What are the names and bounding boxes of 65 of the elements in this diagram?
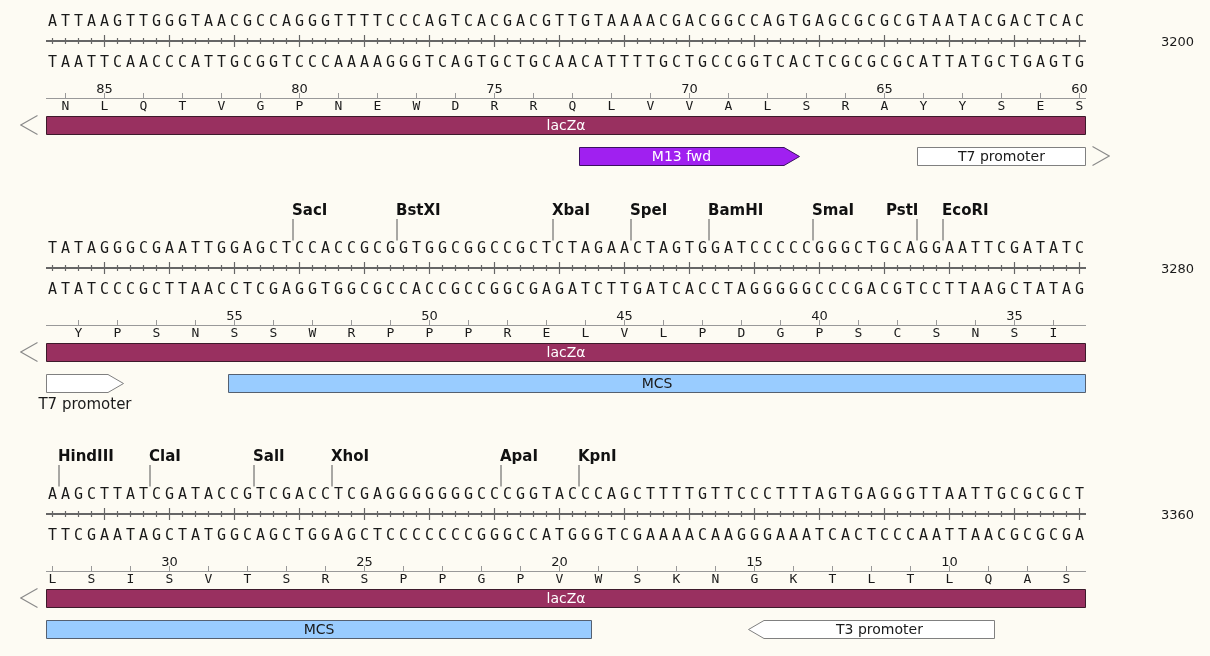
restriction-site-label: BamHI — [708, 201, 764, 219]
residue-number: 85 — [96, 81, 113, 97]
dna-sequence: TAATTCAACCCATTGCGGTCCCAAAAGGGTCAGTGCTGCAACATTTTGCTGCCGGTCACTCGCGCGCATTATGCTGAGTG — [47, 54, 1088, 70]
residue-number: 35 — [1006, 308, 1023, 324]
base-position-number: 3360 — [1160, 507, 1194, 523]
restriction-site-label: SmaI — [812, 201, 855, 219]
leader-line — [396, 218, 398, 241]
restriction-site-label: BstXI — [396, 201, 441, 219]
leader-line — [942, 218, 944, 241]
residue-number: 65 — [876, 81, 893, 97]
restriction-site-label: SalI — [253, 447, 285, 465]
restriction-site-label: ClaI — [149, 447, 181, 465]
feature-label: MCS — [641, 375, 673, 391]
restriction-site-label: PstI — [886, 201, 919, 219]
dna-sequence: ATTAAGTTGGGTAACGCCAGGGTTTTCCCAGTCACGACGTTGTAAAACGACGGCCAGTGAGCGCGCGTAATACGACTCAC — [47, 13, 1088, 29]
restriction-site-label: EcoRI — [942, 201, 989, 219]
feature-label: T7 promoter — [38, 395, 132, 413]
leader-line — [708, 218, 710, 241]
residue-number: 50 — [421, 308, 438, 324]
residue-number: 70 — [681, 81, 698, 97]
leader-line — [578, 464, 580, 487]
leader-line — [812, 218, 814, 241]
base-position-number: 3200 — [1160, 34, 1194, 50]
feature-label: lacZα — [546, 344, 586, 360]
amino-acid-sequence: L S I S V T S R S P P G P V W S K N G K T L T L Q A S — [48, 571, 1083, 587]
residue-number: 45 — [616, 308, 633, 324]
residue-number: 10 — [941, 554, 958, 570]
residue-number: 20 — [551, 554, 568, 570]
residue-number: 30 — [161, 554, 178, 570]
feature-label: lacZα — [546, 590, 586, 606]
dna-sequence: TATAGGGCGAATTGGAGCTCCACCGCGGTGGCGGCCGCTCTAGAACTAGTGGATCCCCCGGGCTGCAGGAATTCGATATC — [47, 240, 1088, 256]
restriction-site-label: XbaI — [552, 201, 590, 219]
residue-number: 60 — [1071, 81, 1088, 97]
leader-line — [630, 218, 632, 241]
dna-sequence: TTCGAATAGCTATGGCAGCTGGAGCTCCCCCCCGGGCCATGGGTCGAAAACAAGGGAAATCACTCCCAATTAACGCGCGA — [47, 527, 1088, 543]
leader-line — [500, 464, 502, 487]
residue-number: 80 — [291, 81, 308, 97]
feature-label: MCS — [303, 621, 335, 637]
leader-line — [916, 218, 918, 241]
feature-label: T7 promoter — [958, 148, 1045, 164]
restriction-site-label: SpeI — [630, 201, 668, 219]
leader-line — [552, 218, 554, 241]
amino-acid-sequence: N L Q T V G P N E W D R R Q L V V A L S R A Y Y S E S — [61, 98, 1096, 114]
restriction-site-label: ApaI — [500, 447, 539, 465]
leader-line — [253, 464, 255, 487]
leader-line — [149, 464, 151, 487]
restriction-site-label: SacI — [292, 201, 328, 219]
restriction-site-label: KpnI — [578, 447, 617, 465]
feature-label: T3 promoter — [836, 621, 923, 637]
feature-label: lacZα — [546, 117, 586, 133]
leader-line — [331, 464, 333, 487]
base-position-number: 3280 — [1160, 261, 1194, 277]
leader-line — [292, 218, 294, 241]
residue-number: 40 — [811, 308, 828, 324]
residue-number: 55 — [226, 308, 243, 324]
residue-number: 75 — [486, 81, 503, 97]
restriction-site-label: XhoI — [331, 447, 370, 465]
amino-acid-sequence: Y P S N S S W R P P P R E L V L P D G P S C S N S I — [74, 325, 1070, 341]
residue-number: 25 — [356, 554, 373, 570]
restriction-site-label: HindIII — [58, 447, 114, 465]
leader-line — [58, 464, 60, 487]
dna-sequence: ATATCCCGCTTAACCTCGAGGTGGCGCCACCGCCGGCGAGATCTTGATCACCTAGGGGGCCCGACGTCCTTAAGCTATAG — [47, 281, 1088, 297]
feature-label: M13 fwd — [651, 148, 712, 164]
residue-number: 15 — [746, 554, 763, 570]
dna-sequence: AAGCTTATCGATACCGTCGACCTCGAGGGGGGGCCCGGTACCCAGCTTTTGTTCCCTTTAGTGAGGGTTAATTGCGCGCT — [47, 486, 1088, 502]
